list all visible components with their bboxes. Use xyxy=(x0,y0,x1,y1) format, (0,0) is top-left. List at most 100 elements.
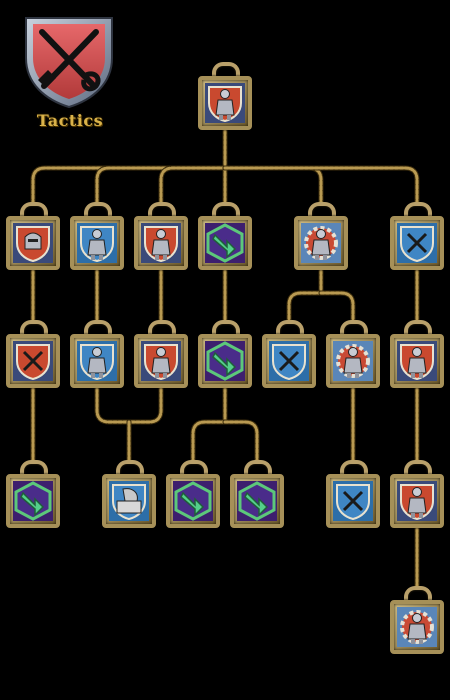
node-frame xyxy=(134,334,188,388)
connector-rope xyxy=(95,382,131,424)
green-arrow-icon xyxy=(13,481,53,521)
node-frame xyxy=(294,216,348,270)
gear-warrior-icon xyxy=(397,607,437,647)
node-frame xyxy=(6,334,60,388)
skill-node-b1[interactable] xyxy=(70,202,124,272)
node-frame xyxy=(390,216,444,270)
skill-node-d2[interactable] xyxy=(198,320,252,390)
node-hanger xyxy=(212,320,240,340)
connector-rope xyxy=(319,291,355,322)
node-frame xyxy=(390,334,444,388)
node-frame xyxy=(326,474,380,528)
connector-rope xyxy=(223,420,259,462)
node-frame xyxy=(390,600,444,654)
node-frame xyxy=(6,216,60,270)
node-hanger xyxy=(20,460,48,480)
skill-node-f2[interactable] xyxy=(390,320,444,390)
green-arrow-icon xyxy=(173,481,213,521)
node-hanger xyxy=(20,202,48,222)
node-hanger xyxy=(308,202,336,222)
connector-rope xyxy=(286,290,324,323)
triangle-warrior-icon xyxy=(141,341,181,381)
red-armored-warrior-icon xyxy=(397,341,437,381)
crossed-swords-and-spade-icon xyxy=(22,14,116,110)
skill-node-a3[interactable] xyxy=(6,460,60,530)
skill-node-bc3[interactable] xyxy=(102,460,156,530)
node-hanger xyxy=(148,320,176,340)
skill-node-c2[interactable] xyxy=(134,320,188,390)
connector-rope xyxy=(159,166,227,204)
connector-rope xyxy=(191,420,227,462)
node-hanger xyxy=(212,202,240,222)
node-hanger xyxy=(84,202,112,222)
node-frame xyxy=(70,216,124,270)
castle-gauntlet-icon xyxy=(109,481,149,521)
node-frame xyxy=(262,334,316,388)
skill-node-f1[interactable] xyxy=(390,202,444,272)
connector-rope xyxy=(223,166,419,204)
node-frame xyxy=(230,474,284,528)
connector-rope xyxy=(222,419,260,463)
skill-node-e2b[interactable] xyxy=(326,320,380,390)
skill-node-a2[interactable] xyxy=(6,320,60,390)
green-arrow-icon xyxy=(237,481,277,521)
skill-node-c1[interactable] xyxy=(134,202,188,272)
skill-node-d3a[interactable] xyxy=(166,460,220,530)
skill-node-f3[interactable] xyxy=(390,460,444,530)
cleric-figure-icon xyxy=(205,83,245,123)
connector-rope xyxy=(287,291,323,322)
node-hanger xyxy=(116,460,144,480)
node-frame xyxy=(326,334,380,388)
skill-node-e1[interactable] xyxy=(294,202,348,272)
node-hanger xyxy=(404,320,432,340)
warrior-figure-icon xyxy=(77,223,117,263)
connector-rope xyxy=(95,166,227,204)
swordsman-figure-icon xyxy=(141,223,181,263)
node-frame xyxy=(70,334,124,388)
node-frame xyxy=(198,334,252,388)
node-hanger xyxy=(212,62,240,82)
connector-rope xyxy=(223,166,323,204)
node-hanger xyxy=(180,460,208,480)
skill-node-d1[interactable] xyxy=(198,202,252,272)
connector-rope xyxy=(158,165,228,205)
node-hanger xyxy=(404,202,432,222)
knight-gear-icon xyxy=(333,341,373,381)
skill-node-e3[interactable] xyxy=(326,460,380,530)
helmet-shield-icon xyxy=(13,223,53,263)
skill-node-f4[interactable] xyxy=(390,586,444,656)
green-arrow-icon xyxy=(205,341,245,381)
node-hanger xyxy=(404,586,432,606)
connector-rope xyxy=(222,165,324,205)
green-arrow-icon xyxy=(205,223,245,263)
connector-rope xyxy=(31,166,227,204)
gear-figure-icon xyxy=(301,223,341,263)
connector-rope xyxy=(30,165,228,205)
node-frame xyxy=(390,474,444,528)
node-hanger xyxy=(84,320,112,340)
connector-rope xyxy=(318,290,356,323)
node-frame xyxy=(198,76,252,130)
crossed-weapons-icon xyxy=(13,341,53,381)
skill-node-a1[interactable] xyxy=(6,202,60,272)
node-frame xyxy=(166,474,220,528)
node-hanger xyxy=(276,320,304,340)
skill-node-d3b[interactable] xyxy=(230,460,284,530)
skill-node-root[interactable] xyxy=(198,62,252,132)
node-frame xyxy=(6,474,60,528)
crossed-blades-icon xyxy=(397,223,437,263)
skill-node-e2a[interactable] xyxy=(262,320,316,390)
node-frame xyxy=(102,474,156,528)
node-hanger xyxy=(20,320,48,340)
node-hanger xyxy=(340,460,368,480)
crossed-swords-icon xyxy=(333,481,373,521)
armored-warrior-icon xyxy=(77,341,117,381)
skill-node-b2[interactable] xyxy=(70,320,124,390)
connector-rope xyxy=(127,382,163,424)
node-hanger xyxy=(340,320,368,340)
crossed-swords-icon xyxy=(269,341,309,381)
connector-rope xyxy=(190,419,228,463)
node-hanger xyxy=(404,460,432,480)
